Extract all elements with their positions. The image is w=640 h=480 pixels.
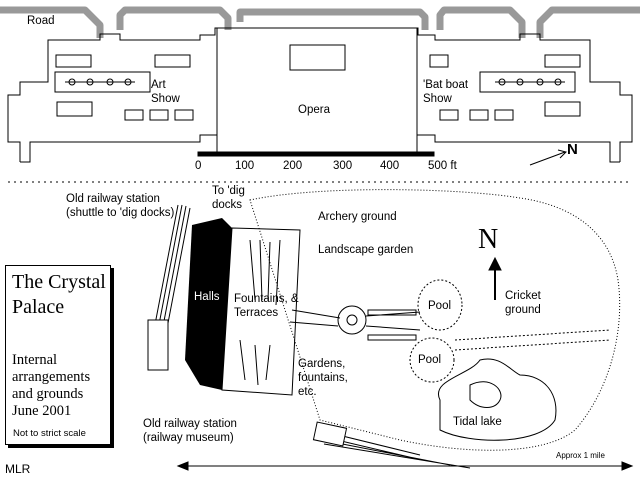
author-label: MLR xyxy=(5,462,31,476)
old-station-top-label: Old railway station (shuttle to 'dig doc… xyxy=(66,193,175,219)
approx-mile-arrow xyxy=(176,461,634,471)
scale-note: Not to strict scale xyxy=(13,428,86,439)
pool-lower-label: Pool xyxy=(418,354,442,366)
north-large-label: N xyxy=(478,224,499,255)
railway-bottom xyxy=(312,421,471,469)
scale-tick-label: 200 xyxy=(283,160,303,172)
scale-bar xyxy=(197,151,435,157)
scale-tick-label: 100 xyxy=(235,160,255,172)
grounds-boundary xyxy=(249,189,621,451)
railway-top xyxy=(147,204,191,371)
archery-label: Archery ground xyxy=(318,211,397,223)
landscape-label: Landscape garden xyxy=(318,244,414,256)
halls-building xyxy=(185,218,301,396)
bat-boat-label: 'Bat boat Show xyxy=(423,79,469,105)
small-north-arrow xyxy=(529,149,567,166)
halls-label: Halls xyxy=(194,291,220,303)
road xyxy=(0,6,640,38)
opera-label: Opera xyxy=(298,104,330,116)
gardens-label: Gardens, fountains, etc. xyxy=(298,358,348,398)
pools xyxy=(409,279,463,383)
tidal-lake-label: Tidal lake xyxy=(453,416,502,428)
old-station-bottom-label: Old railway station (railway museum) xyxy=(143,418,237,444)
road-label: Road xyxy=(27,15,55,27)
scale-tick-label: 0 xyxy=(195,160,202,172)
title-text: The Crystal Palace xyxy=(12,271,106,318)
fountains-terraces-label: Fountains, & Terraces xyxy=(234,293,299,319)
scale-tick-label: 400 xyxy=(380,160,400,172)
subtitle-text: Internal arrangements and grounds June 2… xyxy=(12,352,91,419)
terrace-path xyxy=(289,305,421,341)
palace-building xyxy=(7,27,633,163)
cricket-label: Cricket ground xyxy=(505,290,541,316)
tidal-lake-inner xyxy=(469,381,502,408)
scale-tick-label: 300 xyxy=(333,160,353,172)
large-north-arrow xyxy=(488,256,502,300)
approx-mile-label: Approx 1 mile xyxy=(556,451,605,460)
cricket-lines xyxy=(454,329,611,351)
title-box: The Crystal Palace Internal arrangements… xyxy=(5,265,111,445)
pool-upper-label: Pool xyxy=(428,300,452,312)
north-small-label: N xyxy=(567,141,578,158)
to-dig-docks-label: To 'dig docks xyxy=(212,185,245,211)
tidal-lake xyxy=(437,358,557,441)
art-show-label: Art Show xyxy=(151,79,180,105)
scale-tick-label: 500 ft xyxy=(428,160,457,172)
